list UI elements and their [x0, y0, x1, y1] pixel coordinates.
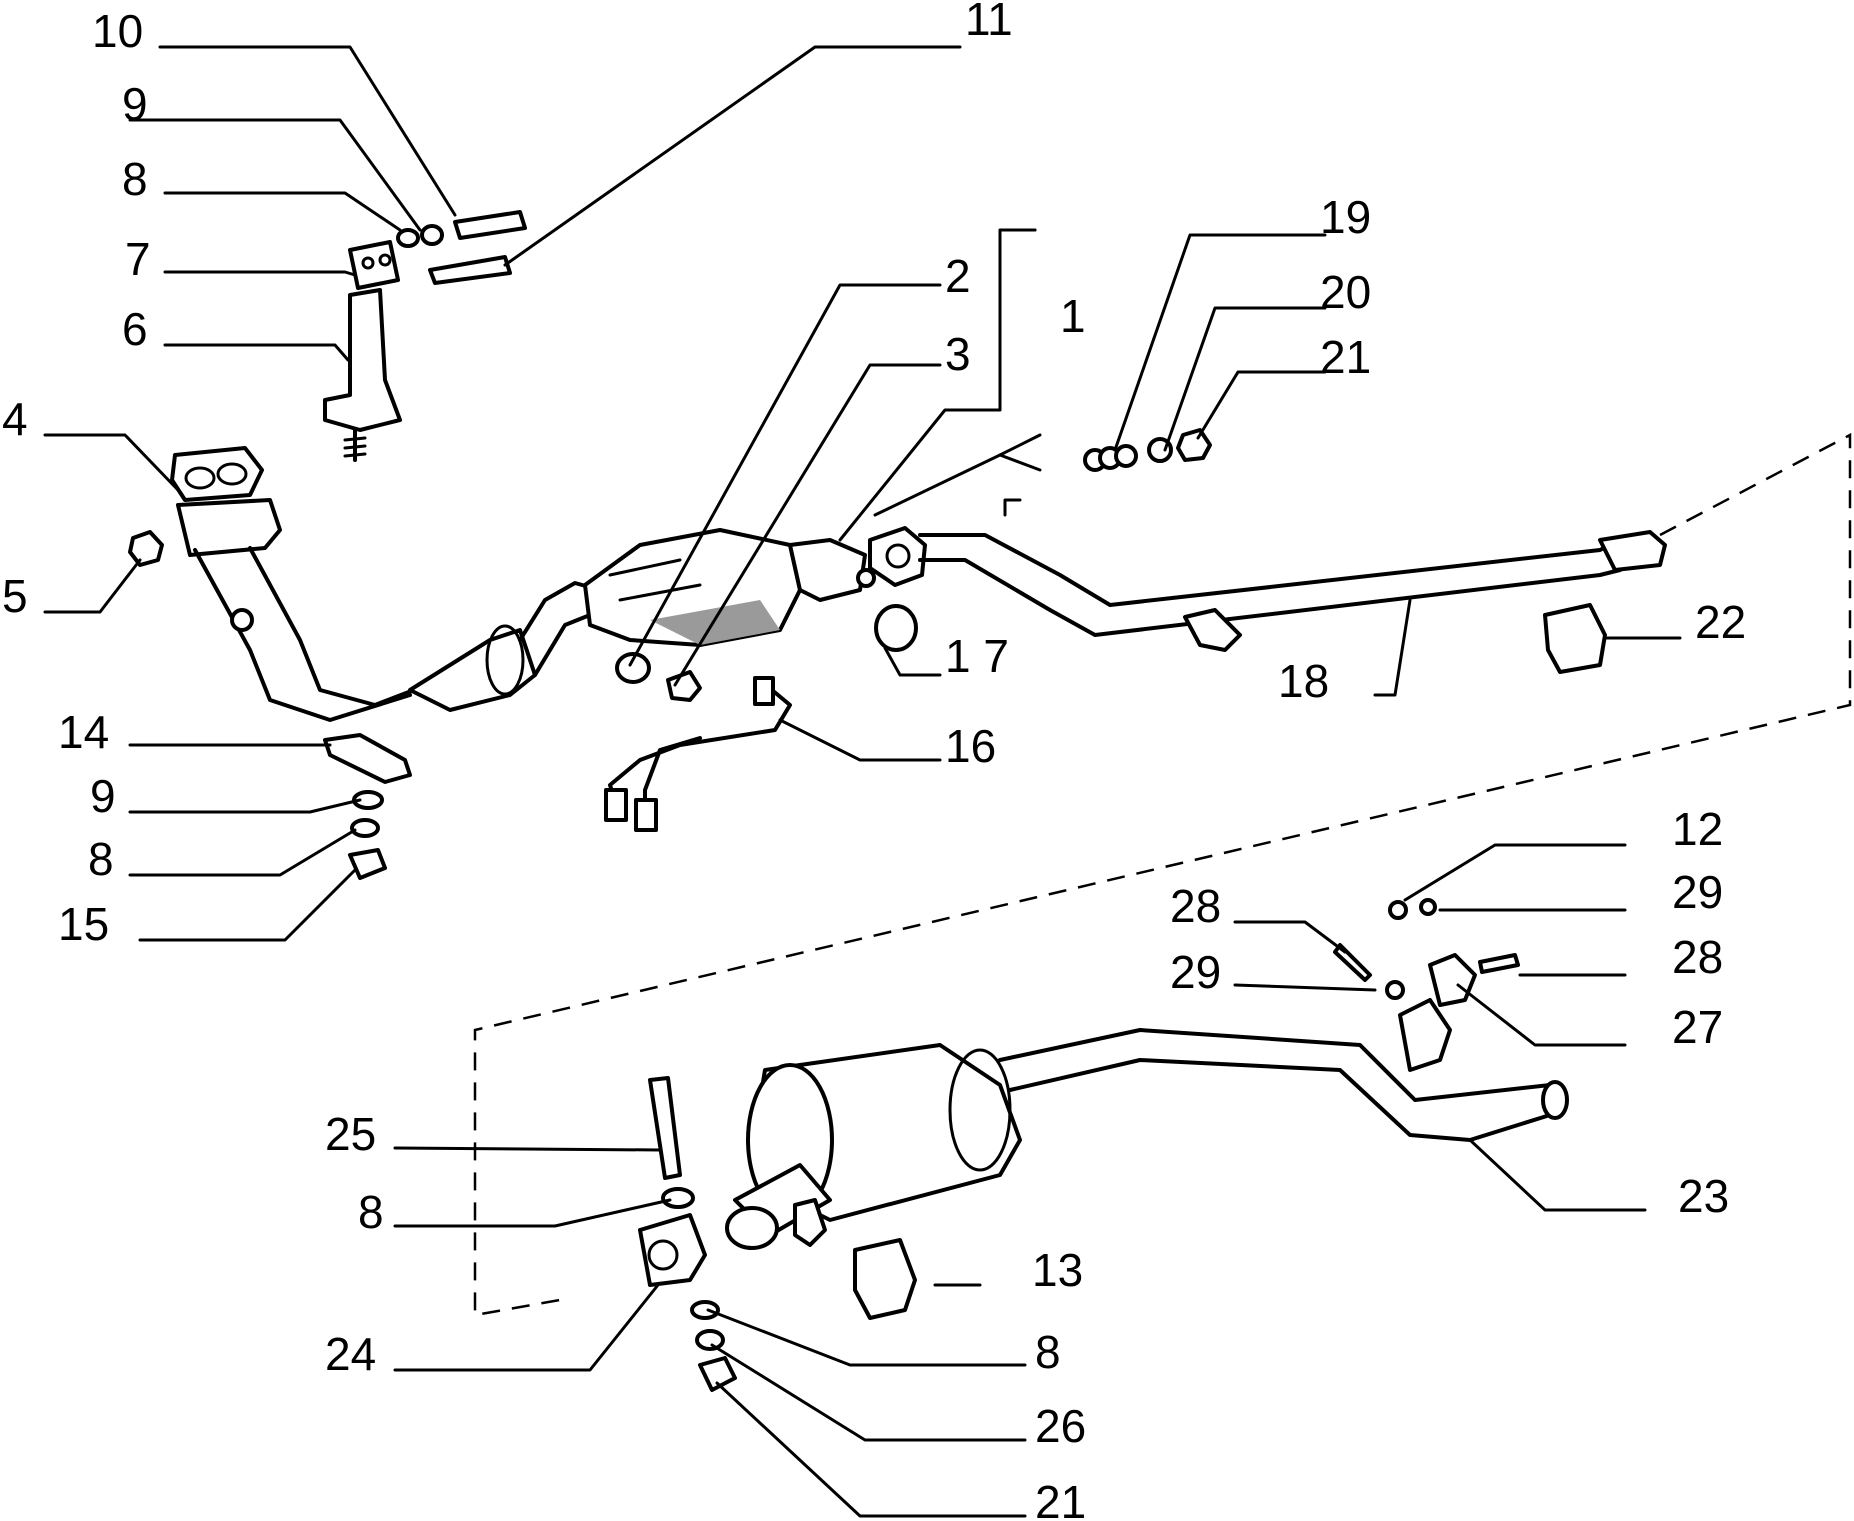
- washer-9-top: [420, 224, 444, 246]
- bolt-28-right: [1478, 953, 1520, 974]
- callout-26: 26: [1035, 1400, 1086, 1452]
- callout-5: 5: [2, 570, 28, 622]
- callout-6: 6: [122, 303, 148, 355]
- callout-8-clamp-top: 8: [358, 1186, 384, 1238]
- callout-15: 15: [58, 898, 109, 950]
- leader-lines: [43, 45, 1682, 1518]
- front-exhaust-pipe: [170, 446, 602, 722]
- washer-8-top: [396, 228, 420, 248]
- callout-4: 4: [2, 393, 28, 445]
- ring-17: [874, 604, 918, 652]
- bolt-25: [648, 1076, 682, 1180]
- callout-28-right: 28: [1672, 931, 1723, 983]
- callout-10: 10: [92, 5, 143, 57]
- gasket-2: [615, 652, 651, 684]
- callout-29-left: 29: [1170, 946, 1221, 998]
- callout-9-top: 9: [122, 78, 148, 130]
- catalytic-converter: [583, 528, 876, 647]
- callout-29-right: 29: [1672, 866, 1723, 918]
- callout-19: 19: [1320, 191, 1371, 243]
- rubber-hanger-13: [853, 1238, 917, 1320]
- callout-14: 14: [58, 706, 109, 758]
- flange-hardware: [1083, 428, 1212, 472]
- callout-8-lower: 8: [88, 833, 114, 885]
- callout-8-top: 8: [122, 153, 148, 205]
- callout-23: 23: [1678, 1170, 1729, 1222]
- bolt-28-left: [1333, 943, 1372, 982]
- callout-11: 11: [965, 0, 1013, 45]
- clamp-hardware: [638, 1076, 737, 1392]
- upper-bracket-assembly: [323, 210, 527, 462]
- continuation-dashed-lines: [473, 432, 1852, 1317]
- callout-2: 2: [945, 250, 971, 302]
- callout-16: 16: [945, 720, 996, 772]
- callout-13: 13: [1032, 1244, 1083, 1296]
- callout-22: 22: [1695, 596, 1746, 648]
- callout-28-left: 28: [1170, 880, 1221, 932]
- callout-18: 18: [1278, 655, 1329, 707]
- callout-8-clamp-bottom: 8: [1035, 1326, 1061, 1378]
- intermediate-pipe: [868, 526, 1667, 652]
- bolt-3: [666, 670, 702, 702]
- callout-9-lower: 9: [90, 770, 116, 822]
- callout-21-bottom: 21: [1035, 1476, 1086, 1521]
- stud-11: [428, 255, 512, 285]
- callout-1: 1: [1060, 290, 1086, 342]
- callout-3: 3: [945, 328, 971, 380]
- callout-12: 12: [1672, 803, 1723, 855]
- callout-labels: 10 11 9 8 7 6 4 5 14 9 8 15 2 3 1 1 7 16…: [2, 0, 1746, 1521]
- bracket-6: [323, 288, 402, 432]
- stud-10: [453, 210, 527, 240]
- callout-21-top: 21: [1320, 331, 1371, 383]
- rubber-mount-22: [1543, 603, 1607, 674]
- callout-24: 24: [325, 1328, 376, 1380]
- sensor-and-gasket-parts: [604, 604, 918, 832]
- callout-25: 25: [325, 1108, 376, 1160]
- nut-5: [128, 530, 164, 567]
- callout-27: 27: [1672, 1001, 1723, 1053]
- rear-muffler-section: [725, 898, 1569, 1250]
- callout-7: 7: [125, 233, 151, 285]
- callout-20: 20: [1320, 266, 1371, 318]
- bracket-27: [1428, 953, 1477, 1007]
- callout-17: 1 7: [945, 630, 1009, 682]
